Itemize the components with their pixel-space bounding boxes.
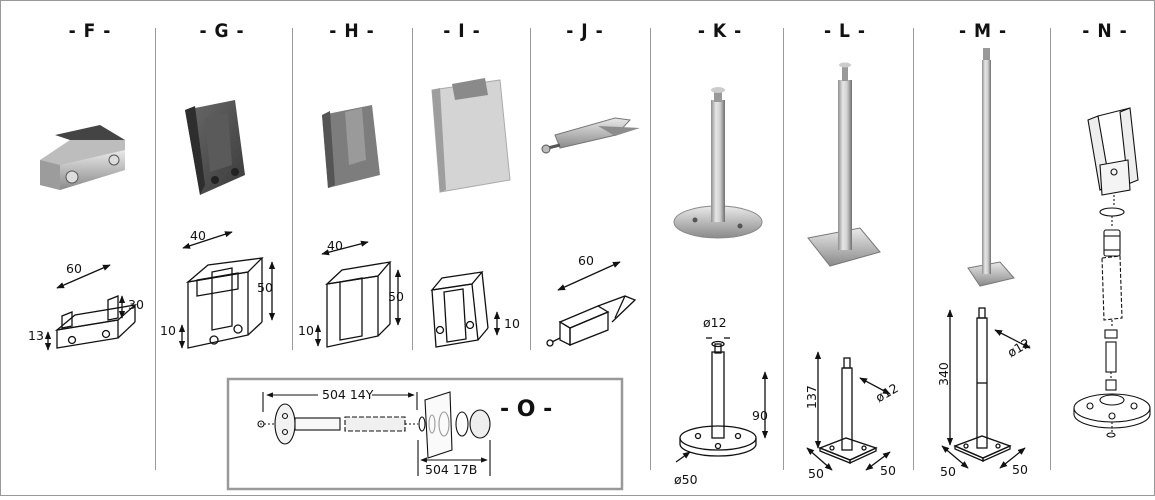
dim-m-height: 340	[936, 362, 951, 386]
assembly-part-long: 504 14Y	[322, 387, 374, 402]
dim-l-height: 137	[804, 385, 819, 409]
clamp-g-drawing	[178, 231, 276, 349]
dim-l-base-w: 50	[808, 466, 824, 481]
clamp-i-drawing	[430, 271, 501, 348]
clamp-f-photo	[40, 125, 125, 190]
column-divider	[650, 28, 651, 470]
post-m-drawing	[941, 307, 1031, 469]
column-divider	[155, 28, 156, 470]
post-l-drawing	[806, 351, 891, 471]
clamp-i-photo	[431, 78, 511, 193]
column-label-m: - M -	[958, 20, 1008, 42]
dim-g-slot: 10	[160, 323, 176, 338]
clamp-n-exploded-view	[1073, 107, 1151, 438]
dim-f-width: 60	[66, 261, 82, 276]
post-l-photo	[807, 62, 881, 267]
dim-f-height: 30	[128, 297, 144, 312]
dim-m-pin: ø12	[1005, 335, 1033, 360]
column-label-l: - L -	[824, 20, 866, 42]
post-k-photo	[673, 87, 763, 239]
dim-g-height: 50	[257, 280, 273, 295]
dim-j-length: 60	[578, 253, 594, 268]
dim-k-base: ø50	[674, 472, 698, 487]
assembly-part-short: 504 17B	[425, 462, 477, 477]
column-divider	[783, 28, 784, 470]
dim-m-base-w: 50	[940, 464, 956, 479]
column-divider	[913, 28, 914, 470]
clamp-h-photo	[322, 105, 380, 188]
column-label-n: - N -	[1082, 20, 1128, 42]
clamp-j-photo	[541, 117, 640, 154]
assembly-o-box: 504 14Y 504 17B - O -	[226, 377, 624, 491]
clamp-f-drawing	[44, 264, 138, 351]
dim-k-pin: ø12	[703, 315, 727, 330]
dim-l-base-d: 50	[880, 463, 896, 478]
dim-h-height: 50	[388, 289, 404, 304]
dim-l-pin: ø12	[873, 380, 901, 405]
assembly-o-label: - O -	[500, 397, 552, 422]
column-divider	[292, 28, 293, 350]
column-divider	[1050, 28, 1051, 470]
column-label-h: - H -	[329, 20, 375, 42]
column-divider	[530, 28, 531, 350]
column-divider	[412, 28, 413, 350]
clamp-h-drawing	[314, 240, 402, 348]
column-label-i: - I -	[443, 20, 481, 42]
dim-g-depth: 40	[190, 228, 206, 243]
column-label-j: - J -	[566, 20, 604, 42]
column-label-f: - F -	[68, 20, 112, 42]
dim-f-slot: 13	[28, 328, 44, 343]
dim-h-slot: 10	[298, 323, 314, 338]
dim-k-height: 90	[752, 408, 768, 423]
column-label-g: - G -	[199, 20, 245, 42]
clamp-j-drawing	[546, 261, 637, 347]
clamp-g-photo	[185, 100, 245, 195]
column-label-k: - K -	[697, 20, 743, 42]
post-m-photo	[967, 48, 1015, 287]
dim-i-slot: 10	[504, 316, 520, 331]
post-k-drawing	[675, 337, 769, 463]
dim-m-base-d: 50	[1012, 462, 1028, 477]
dim-h-depth: 40	[327, 238, 343, 253]
